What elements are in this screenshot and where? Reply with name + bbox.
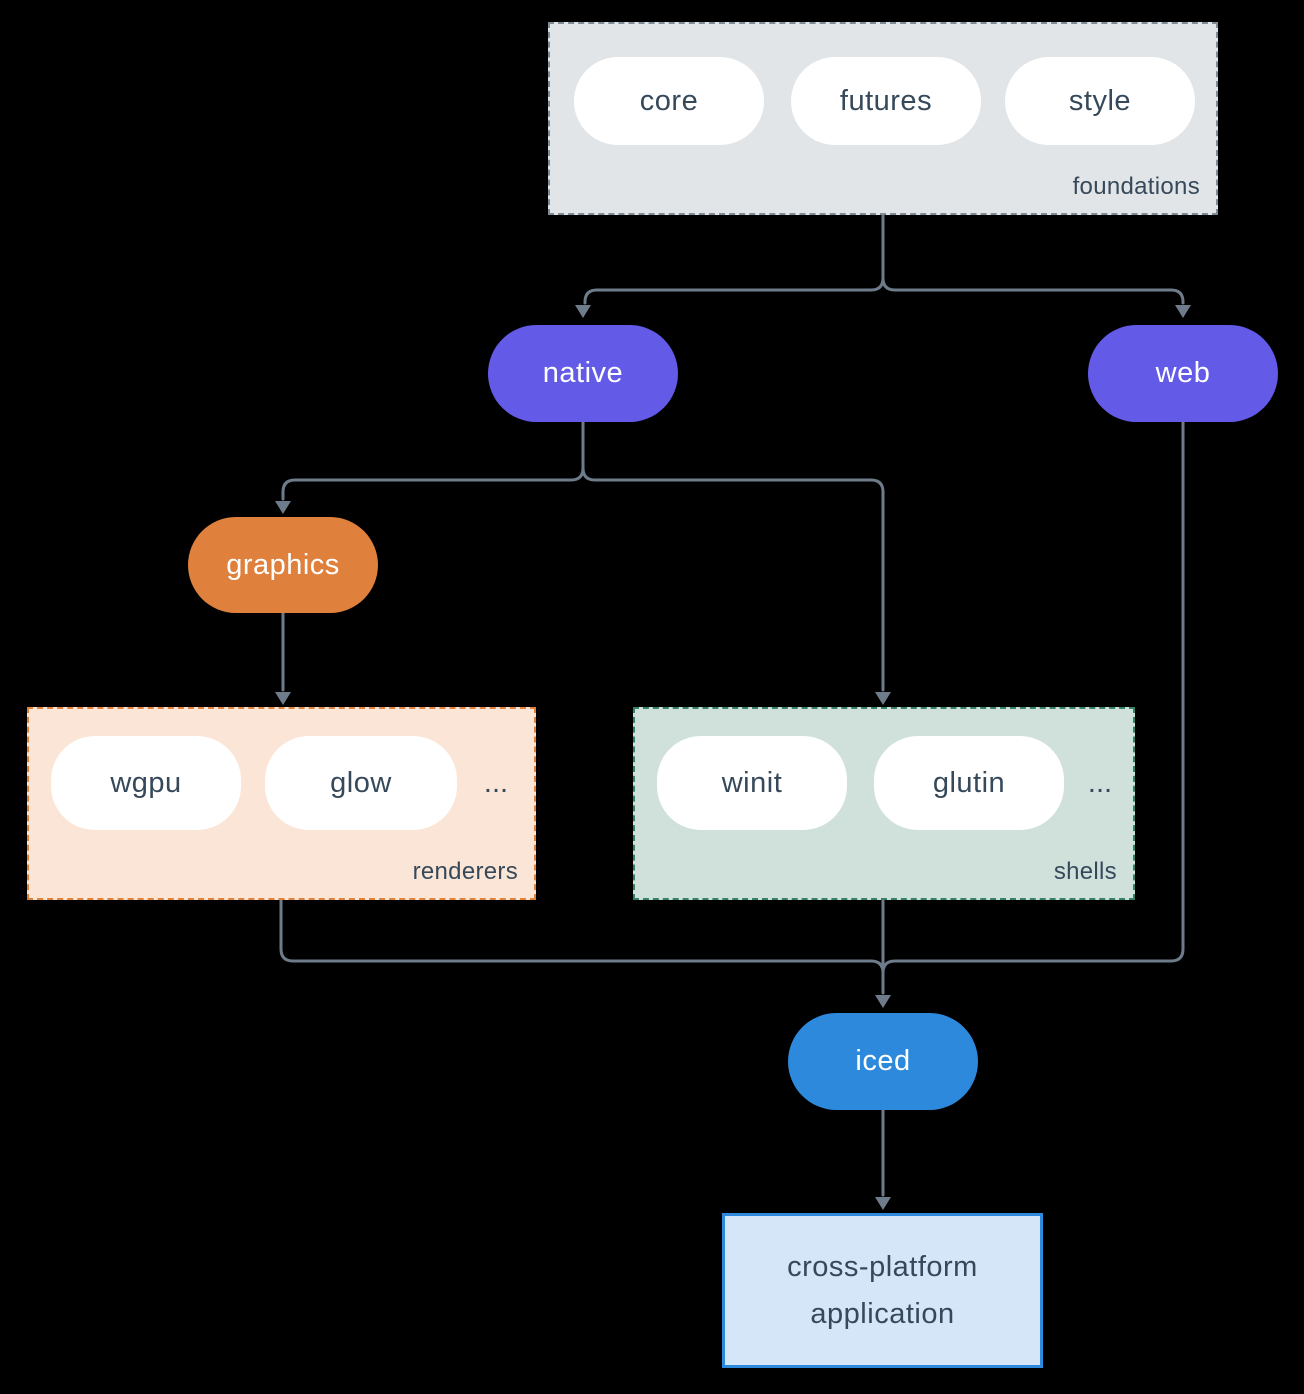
- group-shells: winit glutin ... shells: [633, 707, 1135, 900]
- node-wgpu: wgpu: [51, 736, 241, 830]
- group-shells-label: shells: [1053, 858, 1117, 885]
- arrowhead-application: [875, 1197, 891, 1210]
- arrowhead-shells: [875, 692, 891, 705]
- arrowhead-graphics: [275, 501, 291, 514]
- node-native: native: [488, 325, 678, 422]
- group-foundations: core futures style foundations: [548, 22, 1218, 215]
- connector-native-to-shells: [581, 466, 885, 692]
- group-renderers-label: renderers: [412, 858, 518, 885]
- application-label-line2: application: [810, 1297, 955, 1330]
- arrowhead-native: [575, 305, 591, 318]
- group-renderers: wgpu glow ... renderers: [27, 707, 536, 900]
- node-iced: iced: [788, 1013, 978, 1110]
- connector-renderers-to-iced: [279, 898, 885, 975]
- arrowhead-iced: [875, 995, 891, 1008]
- renderers-ellipsis: ...: [483, 766, 509, 799]
- arrowhead-renderers: [275, 692, 291, 705]
- node-graphics: graphics: [188, 517, 378, 613]
- node-glow: glow: [265, 736, 457, 830]
- application-label-line1: cross-platform: [787, 1250, 978, 1283]
- connector-foundations-to-native: [583, 213, 885, 305]
- node-core: core: [574, 57, 764, 145]
- node-style: style: [1005, 57, 1195, 145]
- shells-ellipsis: ...: [1087, 766, 1113, 799]
- connector-arrowheads: [275, 305, 1191, 1210]
- connector-lines: [279, 213, 1185, 1197]
- node-winit: winit: [657, 736, 847, 830]
- node-futures: futures: [791, 57, 981, 145]
- connector-native-to-graphics: [281, 420, 585, 501]
- arrowhead-web: [1175, 305, 1191, 318]
- node-web: web: [1088, 325, 1278, 422]
- group-foundations-label: foundations: [1072, 173, 1200, 200]
- connector-foundations-to-web: [881, 276, 1185, 305]
- node-glutin: glutin: [874, 736, 1064, 830]
- node-cross-platform-application: cross-platform application: [722, 1213, 1043, 1368]
